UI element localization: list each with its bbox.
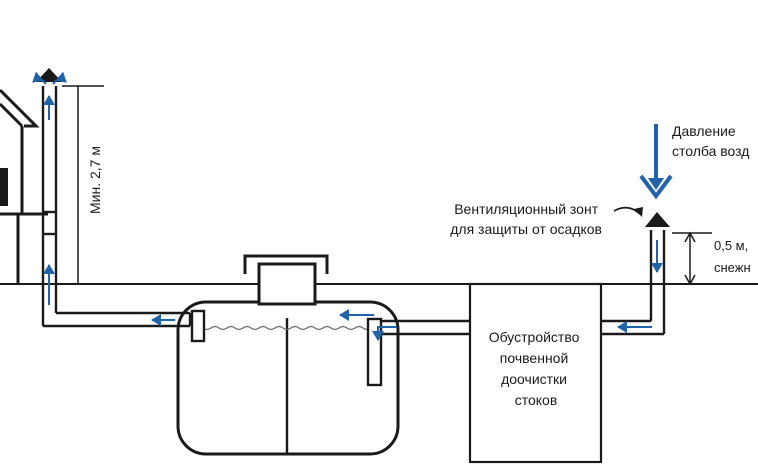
soil-treatment-box xyxy=(468,282,603,464)
vent-cap-icon xyxy=(645,212,670,227)
arrow-down-head xyxy=(639,174,673,200)
flow-arrows-tank xyxy=(339,309,397,341)
vent-pointer-head xyxy=(634,207,643,217)
arrow-icon xyxy=(372,326,397,341)
right-vent-riser xyxy=(601,230,666,336)
house-icon xyxy=(0,88,48,284)
snow-dimension xyxy=(672,231,712,286)
water-level xyxy=(194,325,372,331)
flow-arrows-house xyxy=(32,71,175,326)
arrow-icon xyxy=(52,71,67,85)
flow-arrows-right xyxy=(617,240,663,333)
snow-label: 0,5 м, снежн xyxy=(714,238,752,275)
device-label: Обустройство почвенной доочистки стоков xyxy=(489,329,584,408)
arrow-icon xyxy=(32,71,47,85)
vent-riser xyxy=(41,86,192,328)
septic-tank xyxy=(176,254,400,456)
outlet-pipe xyxy=(366,317,470,387)
inlet-tee xyxy=(190,309,206,343)
min-height-label: Мин. 2,7 м xyxy=(87,146,103,214)
vent-label: Вентиляционный зонт для защиты от осадко… xyxy=(450,201,602,237)
pressure-label: Давление столба возд xyxy=(672,123,749,159)
